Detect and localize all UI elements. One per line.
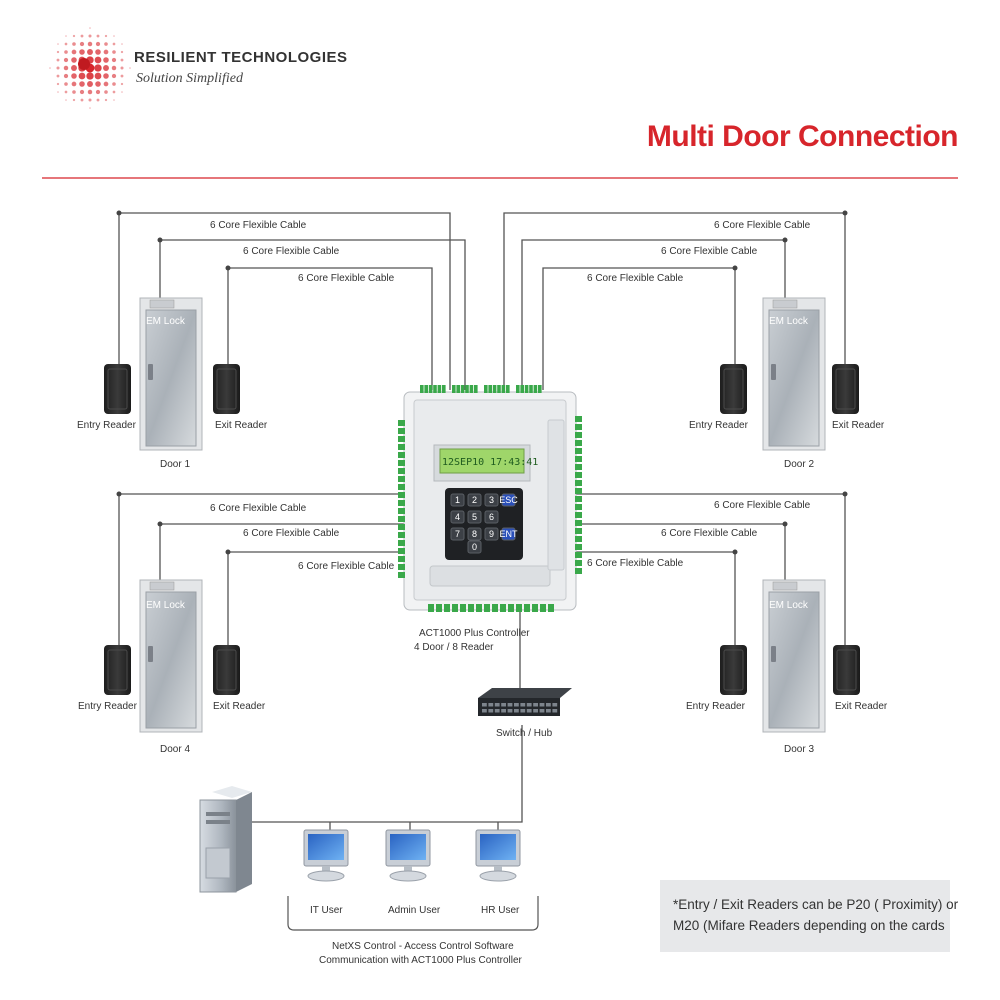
switch-label: Switch / Hub (496, 728, 553, 739)
cable-label: 6 Core Flexible Cable (714, 220, 811, 231)
door-3-entry-reader-icon (719, 644, 748, 696)
keypad-key (467, 540, 482, 554)
wire-junction-dots (116, 210, 848, 555)
door-1-em-lock: EM Lock (146, 316, 186, 327)
door-2-em-lock: EM Lock (769, 316, 809, 327)
keypad-key-label: 4 (455, 512, 460, 522)
server-icon (199, 786, 252, 893)
keypad-key-label: 1 (455, 495, 460, 505)
keypad-key (467, 493, 482, 507)
keypad-key (484, 527, 499, 541)
keypad-key (450, 527, 465, 541)
door-1-exit-reader-icon (212, 363, 241, 415)
switch-hub-icon (478, 688, 572, 716)
door-4-label: Door 4 (160, 744, 190, 755)
door-2-exit-reader-icon (831, 363, 860, 415)
brand-tagline: Solution Simplified (136, 71, 244, 86)
door-3-group: EM Lock Entry Reader Exit Reader Door 3 (686, 579, 888, 755)
reader-note: *Entry / Exit Readers can be P20 ( Proxi… (660, 880, 959, 952)
door-1-exit-reader-label: Exit Reader (215, 420, 268, 431)
controller-label-line2: 4 Door / 8 Reader (414, 642, 494, 653)
keypad-key-label: 9 (489, 529, 494, 539)
door-1-entry-reader-label: Entry Reader (77, 420, 137, 431)
reader-note-line2: M20 (Mifare Readers depending on the car… (673, 918, 945, 933)
door-3-exit-reader-icon (832, 644, 861, 696)
keypad-key-label: 0 (472, 542, 477, 552)
wires (118, 212, 846, 840)
door-4-entry-reader-icon (103, 644, 132, 696)
cable-label: 6 Core Flexible Cable (210, 503, 307, 514)
cable-label: 6 Core Flexible Cable (661, 246, 758, 257)
it-user-label: IT User (310, 905, 343, 916)
cable-label: 6 Core Flexible Cable (714, 500, 811, 511)
door-4-entry-reader-label: Entry Reader (78, 701, 138, 712)
keypad-key (501, 493, 516, 507)
user-workstations: IT User Admin User HR User (287, 829, 539, 931)
cable-label: 6 Core Flexible Cable (587, 558, 684, 569)
it-user-monitor-icon (303, 829, 349, 882)
software-bracket (287, 896, 539, 931)
keypad-key-label: 2 (472, 495, 477, 505)
controller-device: 12SEP10 17:43:41 1 2 3 ESC 4 5 6 7 8 9 0 ENT (398, 385, 582, 612)
keypad-key-label: 7 (455, 529, 460, 539)
door-2-exit-reader-label: Exit Reader (832, 420, 885, 431)
keypad-key-label: 5 (472, 512, 477, 522)
software-line1: NetXS Control - Access Control Software (332, 941, 514, 952)
cable-label: 6 Core Flexible Cable (587, 273, 684, 284)
keypad-key (467, 510, 482, 524)
controller-lcd-text: 12SEP10 17:43:41 (442, 457, 538, 468)
cable-label: 6 Core Flexible Cable (210, 220, 307, 231)
software-line2: Communication with ACT1000 Plus Controll… (319, 955, 523, 966)
keypad-key (501, 527, 516, 541)
keypad-key (450, 493, 465, 507)
admin-user-label: Admin User (388, 905, 441, 916)
admin-user-monitor-icon (385, 829, 431, 882)
door-3-em-lock: EM Lock (769, 600, 809, 611)
keypad-key (467, 527, 482, 541)
cable-label: 6 Core Flexible Cable (243, 528, 340, 539)
door-2-entry-reader-icon (719, 363, 748, 415)
cable-label: 6 Core Flexible Cable (661, 528, 758, 539)
keypad-key (450, 510, 465, 524)
door-3-entry-reader-label: Entry Reader (686, 701, 746, 712)
cable-label: 6 Core Flexible Cable (298, 273, 395, 284)
reader-note-line1: *Entry / Exit Readers can be P20 ( Proxi… (673, 897, 959, 912)
door-2-label: Door 2 (784, 459, 814, 470)
terminal-blocks (398, 385, 582, 612)
door-1-label: Door 1 (160, 459, 190, 470)
cable-labels: 6 Core Flexible Cable 6 Core Flexible Ca… (210, 220, 811, 572)
keypad-key-label: 3 (489, 495, 494, 505)
cable-label: 6 Core Flexible Cable (298, 561, 395, 572)
door-1-group: EM Lock Entry Reader Exit Reader Door 1 (77, 297, 268, 470)
brand-logo: RESILIENT TECHNOLOGIES Solution Simplifi… (49, 27, 347, 109)
door-2-group: EM Lock Entry Reader Exit Reader Door 2 (689, 297, 885, 470)
door-4-group: EM Lock Entry Reader Exit Reader Door 4 (78, 579, 266, 755)
keypad-keys: 1 2 3 ESC 4 5 6 7 8 9 0 ENT (450, 493, 519, 554)
controller-lcd (439, 448, 525, 474)
door-2-entry-reader-label: Entry Reader (689, 420, 749, 431)
door-3-label: Door 3 (784, 744, 814, 755)
keypad-key (484, 493, 499, 507)
door-4-em-lock: EM Lock (146, 600, 186, 611)
hr-user-label: HR User (481, 905, 520, 916)
page-title: Multi Door Connection (647, 120, 958, 153)
brand-name: RESILIENT TECHNOLOGIES (134, 49, 348, 66)
controller-label-line1: ACT1000 Plus Controller (419, 628, 530, 639)
door-3-exit-reader-label: Exit Reader (835, 701, 888, 712)
cable-label: 6 Core Flexible Cable (243, 246, 340, 257)
door-1-entry-reader-icon (103, 363, 132, 415)
door-4-exit-reader-icon (212, 644, 241, 696)
door-4-exit-reader-label: Exit Reader (213, 701, 266, 712)
keypad-key-label: 8 (472, 529, 477, 539)
keypad-key-label: ESC (499, 495, 518, 505)
hr-user-monitor-icon (475, 829, 521, 882)
keypad-key (484, 510, 499, 524)
keypad-key-label: 6 (489, 512, 494, 522)
keypad-key-label: ENT (500, 529, 519, 539)
logo-dot-sphere (49, 27, 131, 109)
